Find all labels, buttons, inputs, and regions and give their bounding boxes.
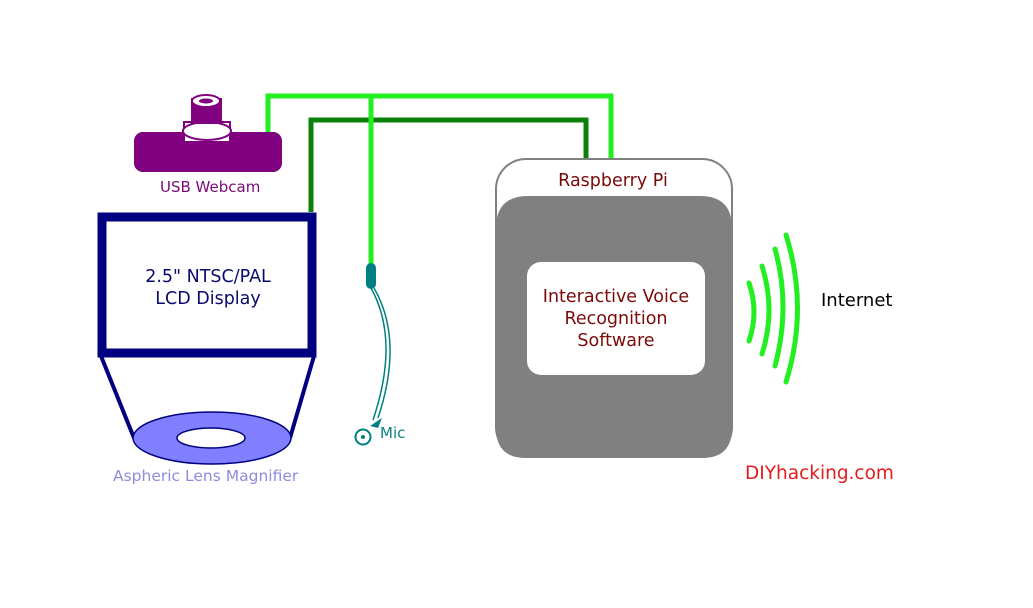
lcd-label-line2: LCD Display [155,289,261,309]
aspheric-lens-icon [132,411,292,465]
lcd-label-line1: 2.5" NTSC/PAL [145,267,271,287]
internet-label: Internet [821,290,893,311]
usb-webcam-icon [134,94,282,172]
mic-icon [354,263,391,446]
raspberry-pi-label: Raspberry Pi [558,171,668,191]
lcd-wire [308,117,589,212]
software-label-line3: Software [577,331,655,351]
software-label-line1: Interactive Voice [542,287,690,307]
mic-label: Mic [380,424,406,442]
credit-label: DIYhacking.com [745,463,894,484]
software-label: Interactive Voice Recognition Software [528,286,704,352]
wires [265,93,614,266]
software-label-line2: Recognition [564,309,668,329]
lens-label: Aspheric Lens Magnifier [113,467,299,485]
raspberry-pi-icon [495,158,733,458]
webcam-wire [265,93,614,159]
wireless-icon [746,232,800,385]
lcd-display-icon [97,212,317,439]
lcd-display-label: 2.5" NTSC/PAL LCD Display [108,266,308,310]
webcam-label: USB Webcam [160,178,261,196]
